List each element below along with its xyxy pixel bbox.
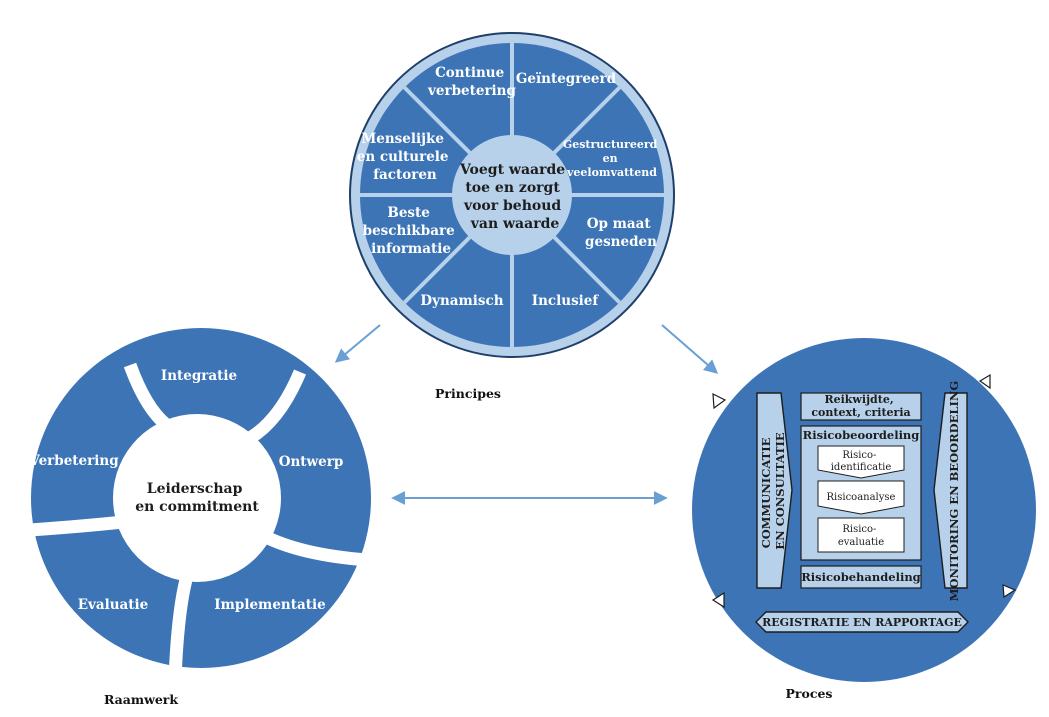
arrow-to-framework (334, 324, 381, 363)
registratie-label: REGISTRATIE EN RAPPORTAGE (762, 616, 962, 629)
triangle-marker (1002, 584, 1017, 599)
framework-center (113, 414, 281, 582)
framework-integratie: Integratie (161, 368, 237, 384)
triangle-marker (978, 373, 991, 390)
framework-verbetering: Verbetering (28, 453, 119, 469)
framework-center-text: Leiderschap en commitment (135, 481, 259, 515)
principle-geintegreerd: Geïntegreerd (516, 71, 617, 87)
framework-evaluatie: Evaluatie (78, 597, 149, 613)
process-circle: COMMUNICATIE EN CONSULTATIE MONITORING E… (692, 338, 1036, 682)
framework-implementatie: Implementatie (214, 597, 325, 613)
analyse-label: Risicoanalyse (827, 492, 896, 503)
triangle-marker (712, 392, 727, 410)
evaluatie-box (817, 517, 905, 553)
identificatie-chevron (817, 445, 905, 479)
triangle-marker (711, 591, 725, 609)
communicatie-arrow (756, 392, 793, 589)
analyse-chevron (817, 480, 905, 515)
arrow-to-process (661, 324, 719, 374)
principle-gestructureerd: Gestructureerd en veelomvattend (563, 138, 661, 179)
registratie-bar (755, 611, 969, 633)
reikwijdte-label: Reikwijdte, context, criteria (811, 393, 910, 419)
principle-beste-informatie: Beste beschikbare informatie (363, 205, 460, 257)
communicatie-label: COMMUNICATIE EN CONSULTATIE (759, 432, 787, 550)
risicobehandeling-label: Risicobehandeling (801, 570, 920, 584)
framework-caption: Raamwerk (104, 692, 178, 707)
principle-dynamisch: Dynamisch (420, 293, 503, 309)
principles-caption: Principes (435, 386, 501, 401)
principles-wheel: Voegt waarde toe en zorgt voor behoud va… (349, 32, 675, 358)
risicobehandeling-box (800, 565, 922, 589)
evaluatie-label: Risico- evaluatie (838, 524, 884, 548)
framework-ontwerp: Ontwerp (279, 454, 344, 470)
risicobeoordeling-label: Risicobeoordeling (803, 428, 920, 442)
reikwijdte-box (800, 392, 922, 421)
principles-center-text: Voegt waarde toe en zorgt voor behoud va… (459, 162, 570, 232)
principle-menselijke-factoren: Menselijke en culturele factoren (357, 131, 453, 183)
framework-wheel: Leiderschap en commitment Integratie Ont… (28, 328, 371, 681)
principles-center (452, 135, 572, 255)
principle-inclusief: Inclusief (532, 293, 600, 309)
connector-arrows (334, 324, 719, 505)
process-caption: Proces (786, 686, 833, 701)
monitoring-label: MONITORING EN BEOORDELING (947, 381, 961, 601)
principle-continue-verbetering: Continue verbetering (427, 65, 516, 99)
principle-op-maat-gesneden: Op maat gesneden (585, 216, 657, 250)
monitoring-arrow (933, 392, 968, 589)
identificatie-label: Risico- identificatie (831, 450, 892, 473)
